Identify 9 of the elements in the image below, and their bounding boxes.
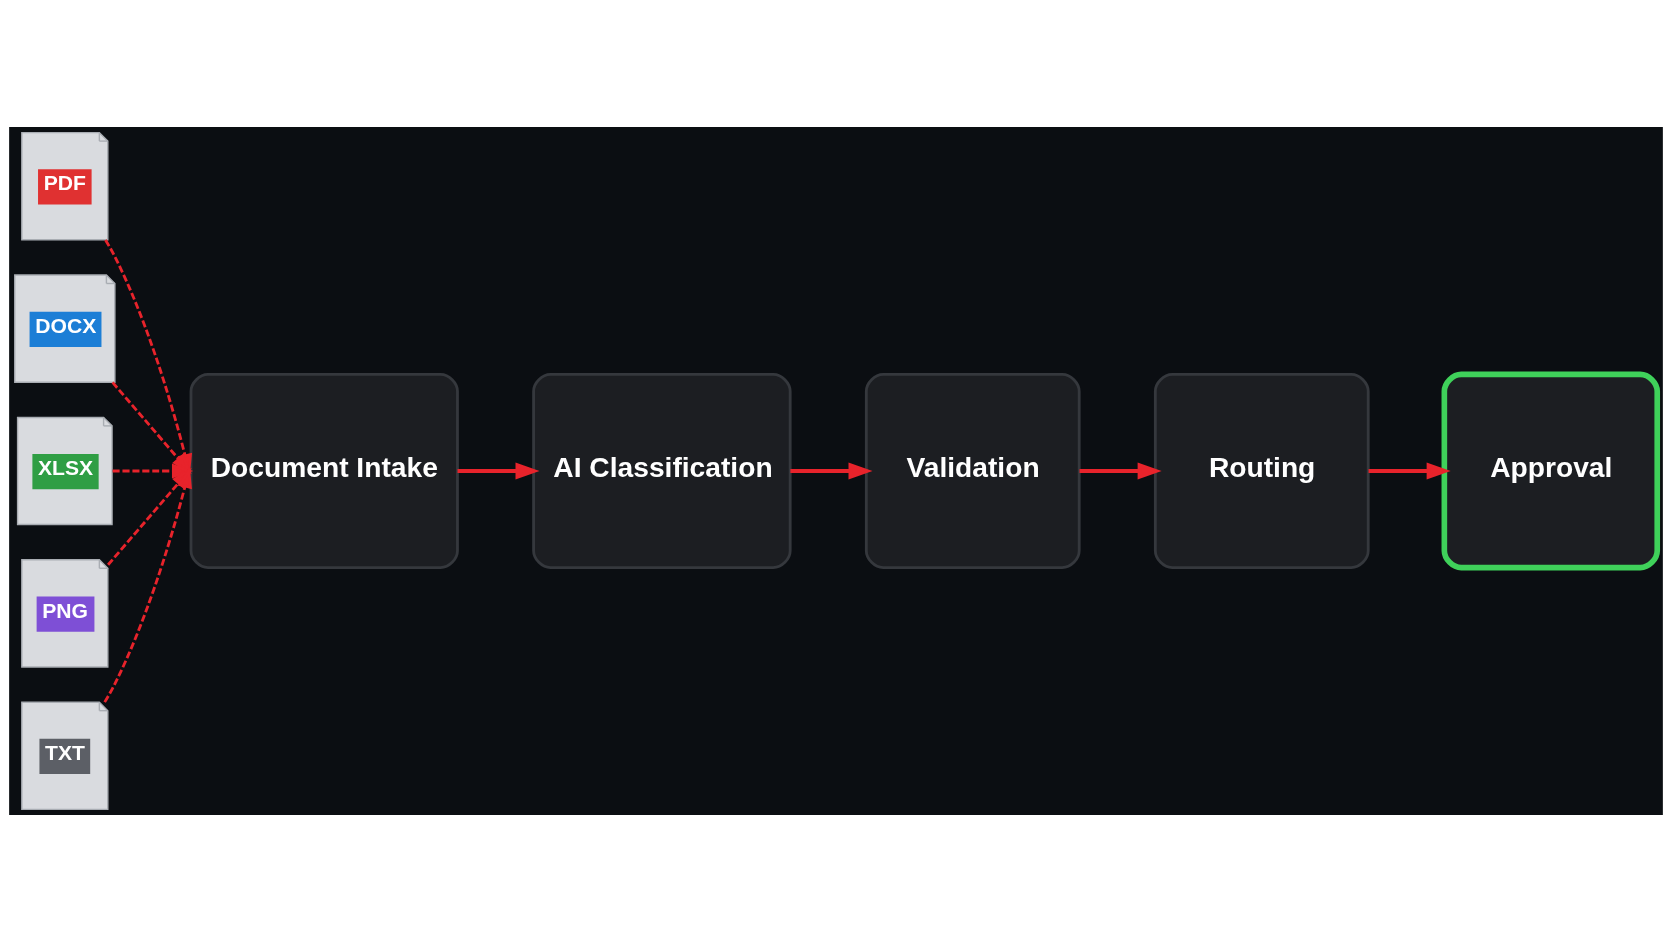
arrow <box>457 462 540 479</box>
node-box: Validation <box>864 372 1081 569</box>
node-box: Document Intake <box>189 372 459 569</box>
node-box: Routing <box>1153 372 1370 569</box>
node-box: Approval <box>1441 371 1661 570</box>
arrow <box>1079 462 1162 479</box>
arrow <box>790 462 873 479</box>
arrow <box>1368 462 1451 479</box>
node-box: AI Classification <box>532 372 792 569</box>
